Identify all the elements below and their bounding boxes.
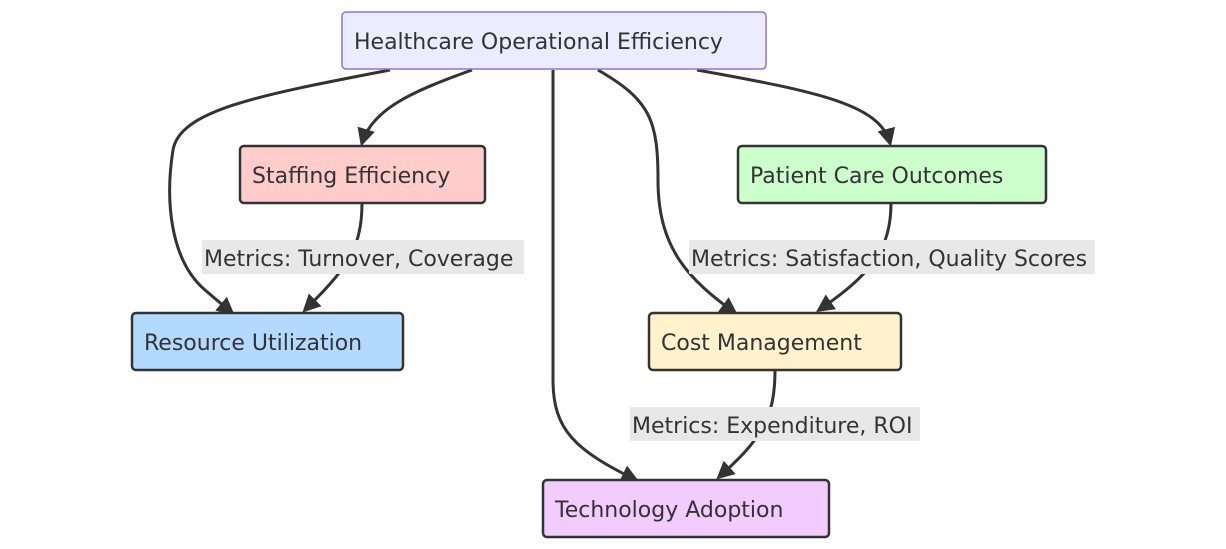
edge-root-resource [168,68,391,316]
node-label: Technology Adoption [554,498,783,523]
node-patient-care-outcomes[interactable]: Patient Care Outcomes [736,144,1048,205]
node-label: Resource Utilization [144,331,362,356]
node-label: Healthcare Operational Efficiency [354,30,723,55]
edge-label-text: Metrics: Satisfaction, Quality Scores [691,247,1087,272]
node-label: Patient Care Outcomes [750,164,1003,189]
node-box [647,311,903,372]
edge-label-cost-technology: Metrics: Expenditure, ROI [630,407,920,441]
node-box [130,311,405,372]
node-technology-adoption[interactable]: Technology Adoption [541,478,831,539]
edge-label-text: Metrics: Expenditure, ROI [632,414,912,439]
node-staffing-efficiency[interactable]: Staffing Efficiency [238,144,487,205]
edge-root-patient [696,68,896,147]
edge-label-patient-cost: Metrics: Satisfaction, Quality Scores [689,240,1095,274]
node-healthcare-operational-efficiency[interactable]: Healthcare Operational Efficiency [341,11,767,70]
node-box [736,144,1048,205]
edge-label-text: Metrics: Turnover, Coverage [204,247,513,272]
node-resource-utilization[interactable]: Resource Utilization [130,311,405,372]
edge-root-technology [551,70,640,482]
node-box [238,144,487,205]
node-label: Cost Management [661,331,862,356]
node-label: Staffing Efficiency [252,164,450,189]
edge-root-cost [597,68,738,316]
node-box [341,11,767,70]
node-box [541,478,831,539]
edge-root-staffing [357,68,473,147]
node-cost-management[interactable]: Cost Management [647,311,903,372]
edge-label-staffing-resource: Metrics: Turnover, Coverage [202,240,524,274]
